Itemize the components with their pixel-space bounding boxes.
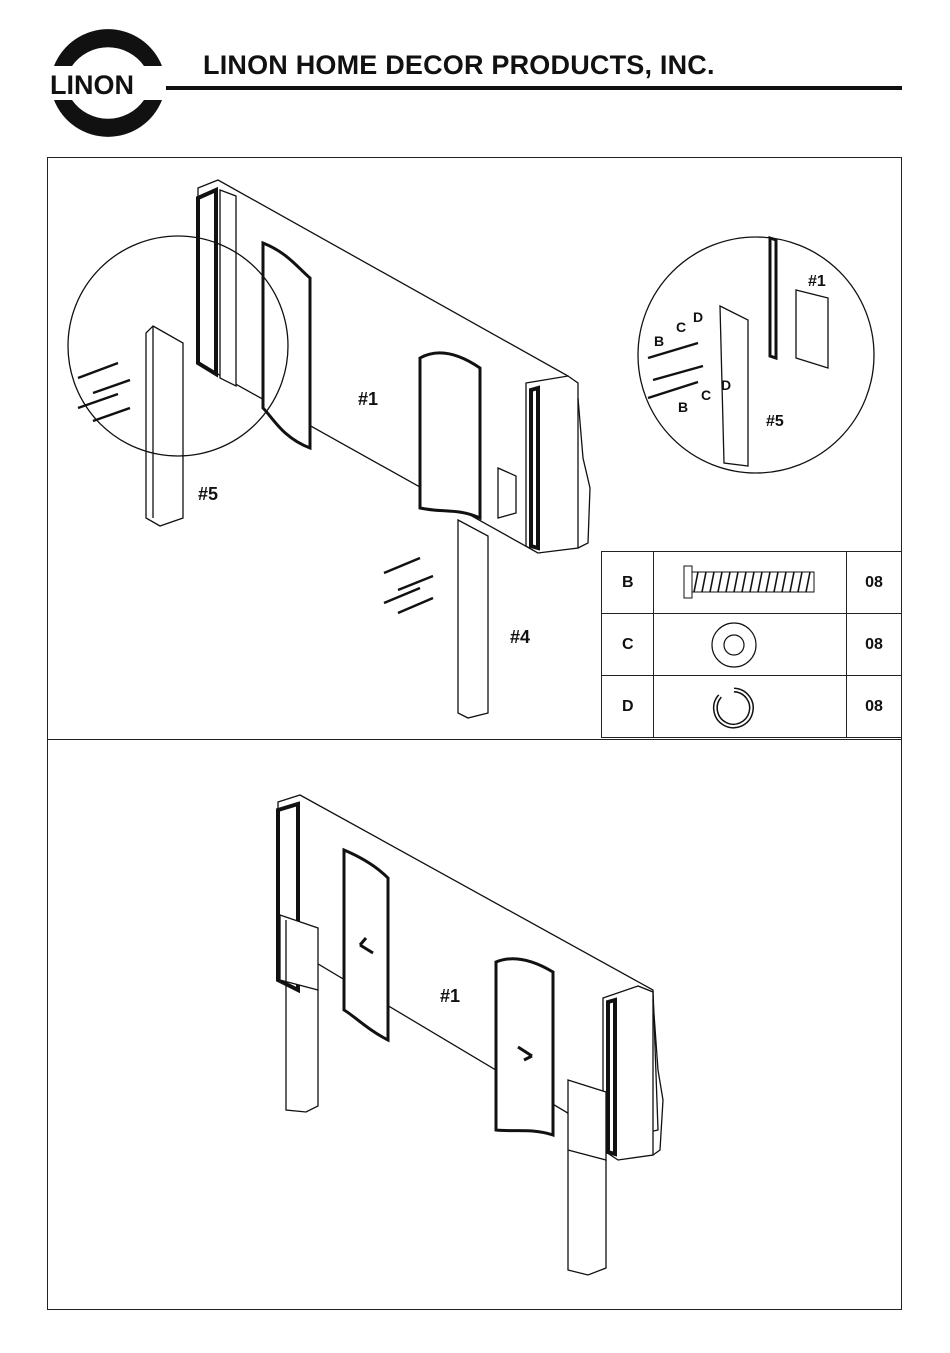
label-zoom-headboard: #1 [808,273,826,290]
hardware-code: B [602,552,654,614]
linon-logo: LINON [44,28,166,138]
hardware-qty: 08 [847,552,902,614]
logo-text: LINON [50,70,134,100]
hardware-row-d: D 08 [602,676,902,738]
spring-washer-icon [654,676,846,737]
company-name: LINON HOME DECOR PRODUCTS, INC. [203,50,715,81]
flat-washer-icon [654,614,846,675]
headboard-panel [278,795,658,1140]
bolt-icon [654,552,846,613]
label-zoom-d-top: D [693,309,703,325]
label-zoom-b-bottom: B [678,399,688,415]
label-headboard: #1 [358,389,378,409]
step-panel-assembled: #1 [47,739,902,1310]
label-zoom-b-top: B [654,333,664,349]
hardware-row-b: B 08 [602,552,902,614]
hardware-qty: 08 [847,676,902,738]
label-headboard-assembled: #1 [440,986,460,1006]
label-zoom-d-bottom: D [721,377,731,393]
hardware-code: C [602,614,654,676]
label-leg-5: #5 [198,484,218,504]
hardware-qty: 08 [847,614,902,676]
hardware-code: D [602,676,654,738]
header-rule [166,86,902,90]
label-zoom-c-top: C [676,319,686,335]
hardware-table: B 08 C [601,551,902,738]
assembled-diagram: #1 [48,740,903,1311]
label-zoom-leg: #5 [766,413,784,430]
label-leg-4: #4 [510,627,530,647]
label-zoom-c-bottom: C [701,387,711,403]
hardware-row-c: C 08 [602,614,902,676]
